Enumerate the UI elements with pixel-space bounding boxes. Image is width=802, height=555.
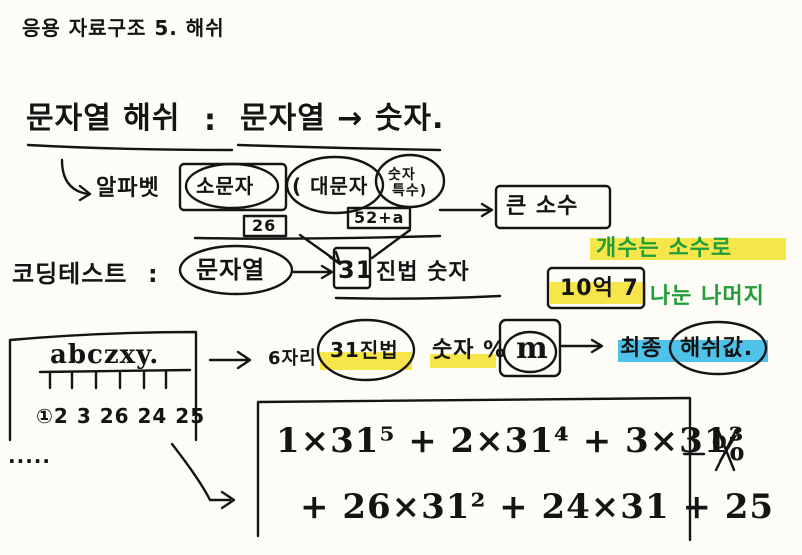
box-m [498,318,562,378]
string-oval-label: 문자열 [196,256,266,284]
yellow-highlight-number [430,354,496,368]
box-prime [494,184,612,230]
ellipse-31-base [316,318,416,382]
green-note-prime: 개수는 소수로 [596,236,733,261]
string-hash-label: 문자열 해쉬 [26,101,181,136]
ellipse-hash [668,320,768,376]
formula-line-2: + 26×31² + 24×31 + 25 [300,487,775,527]
oval-string [178,244,294,296]
ellipse-upper [285,155,385,215]
formula-box [256,396,692,542]
six-digits: 6자리 [268,348,317,369]
base-31: 31 [338,256,374,284]
final-label: 최종 [620,336,663,361]
yellow-highlight-green-note [590,238,786,260]
count-26: 26 [252,216,277,235]
uppercase-label: ( 대문자 [292,174,369,198]
blue-highlight-final [618,340,768,362]
billion-7: 10억 7 [560,276,639,301]
box-26 [242,214,288,238]
count-52a: 52+a [354,208,405,227]
curve-arrow [60,158,90,196]
letters-abczxy: abczxy. [50,340,160,370]
alphabet-label: 알파벳 [96,176,160,201]
letters-box [8,330,198,442]
letter-numbers: ①2 3 26 24 25 [36,404,206,428]
underline-title-left [26,143,234,152]
lowercase-label: 소문자 [196,174,255,198]
box-31 [332,246,372,290]
base-number-label: 진법 숫자 [376,260,470,285]
string-to-number: 문자열 → 숫자. [240,101,445,136]
digit-label: 숫자 [388,167,416,183]
box-billion [546,266,646,310]
modulus-m: m [516,331,549,366]
formula-line-1: 1×31⁵ + 2×31⁴ + 3×31³ [276,421,745,461]
number-mod: 숫자 % [432,338,507,363]
yellow-highlight-31 [320,352,412,370]
base-31-label: 31진법 [330,338,399,362]
yellow-highlight-billion [550,282,646,304]
hash-value-label: 해쉬값. [680,336,754,361]
special-label: 특수) [392,183,428,199]
green-note-remainder: 나눈 나머지 [650,284,765,309]
colon-2: : [148,260,159,288]
big-prime: 큰 소수 [506,194,579,219]
box-52a [346,206,412,230]
ellipsis: ..... [8,444,51,468]
coding-test-label: 코딩테스트 [12,260,128,288]
page-title: 응용 자료구조 5. 해쉬 [22,16,225,40]
formula-mod-note: % [712,429,746,469]
colon-1: : [204,103,217,138]
underline-title-right [236,143,442,152]
